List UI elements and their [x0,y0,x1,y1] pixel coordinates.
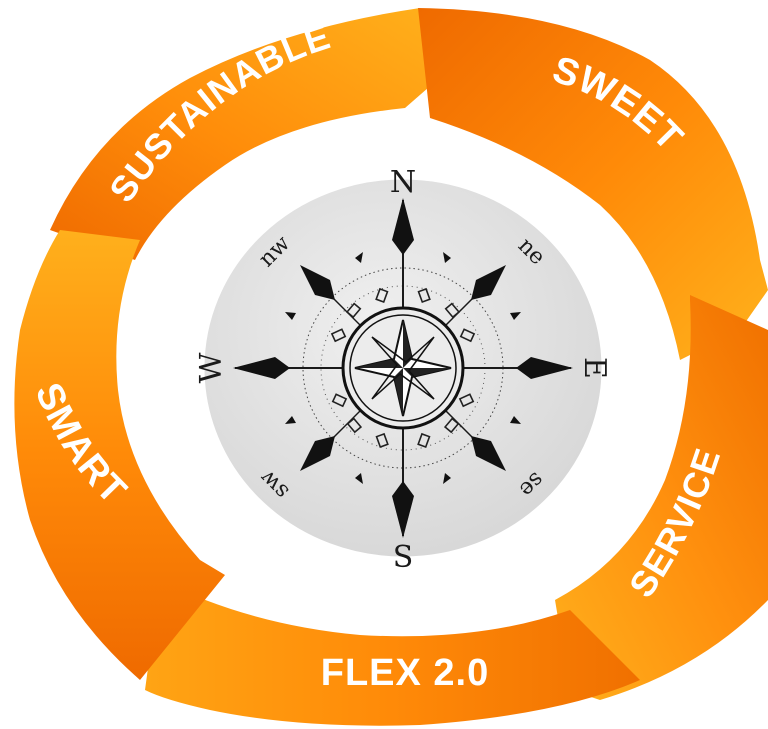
east-arrow-icon [516,357,573,379]
compass-label-west: W [194,352,229,383]
north-arrow-icon [392,198,414,255]
compass: N E S W ne nw se sw [194,165,612,575]
northwest-arrow-icon [300,265,335,300]
compass-rose-inner-ring [349,314,457,422]
south-arrow-icon [392,481,414,538]
northeast-arrow-icon [471,265,506,300]
segment-smart-arrow [14,230,225,680]
west-arrow-icon [233,357,290,379]
segment-service-arrow [555,295,768,700]
segment-label-flex: FLEX 2.0 [321,652,490,694]
segment-flex-arrow [145,580,640,726]
compass-label-south: S [393,540,414,575]
segment-sweet-arrow [418,8,768,360]
compass-label-north: N [390,165,416,200]
compass-star-icon [354,319,452,417]
southeast-arrow-icon [471,436,506,471]
compass-minor-markers [285,252,521,484]
southwest-arrow-icon [300,436,335,471]
compass-diamond-ring [330,287,476,449]
segment-sustainable-arrow [50,8,460,260]
compass-label-east: E [577,357,612,379]
